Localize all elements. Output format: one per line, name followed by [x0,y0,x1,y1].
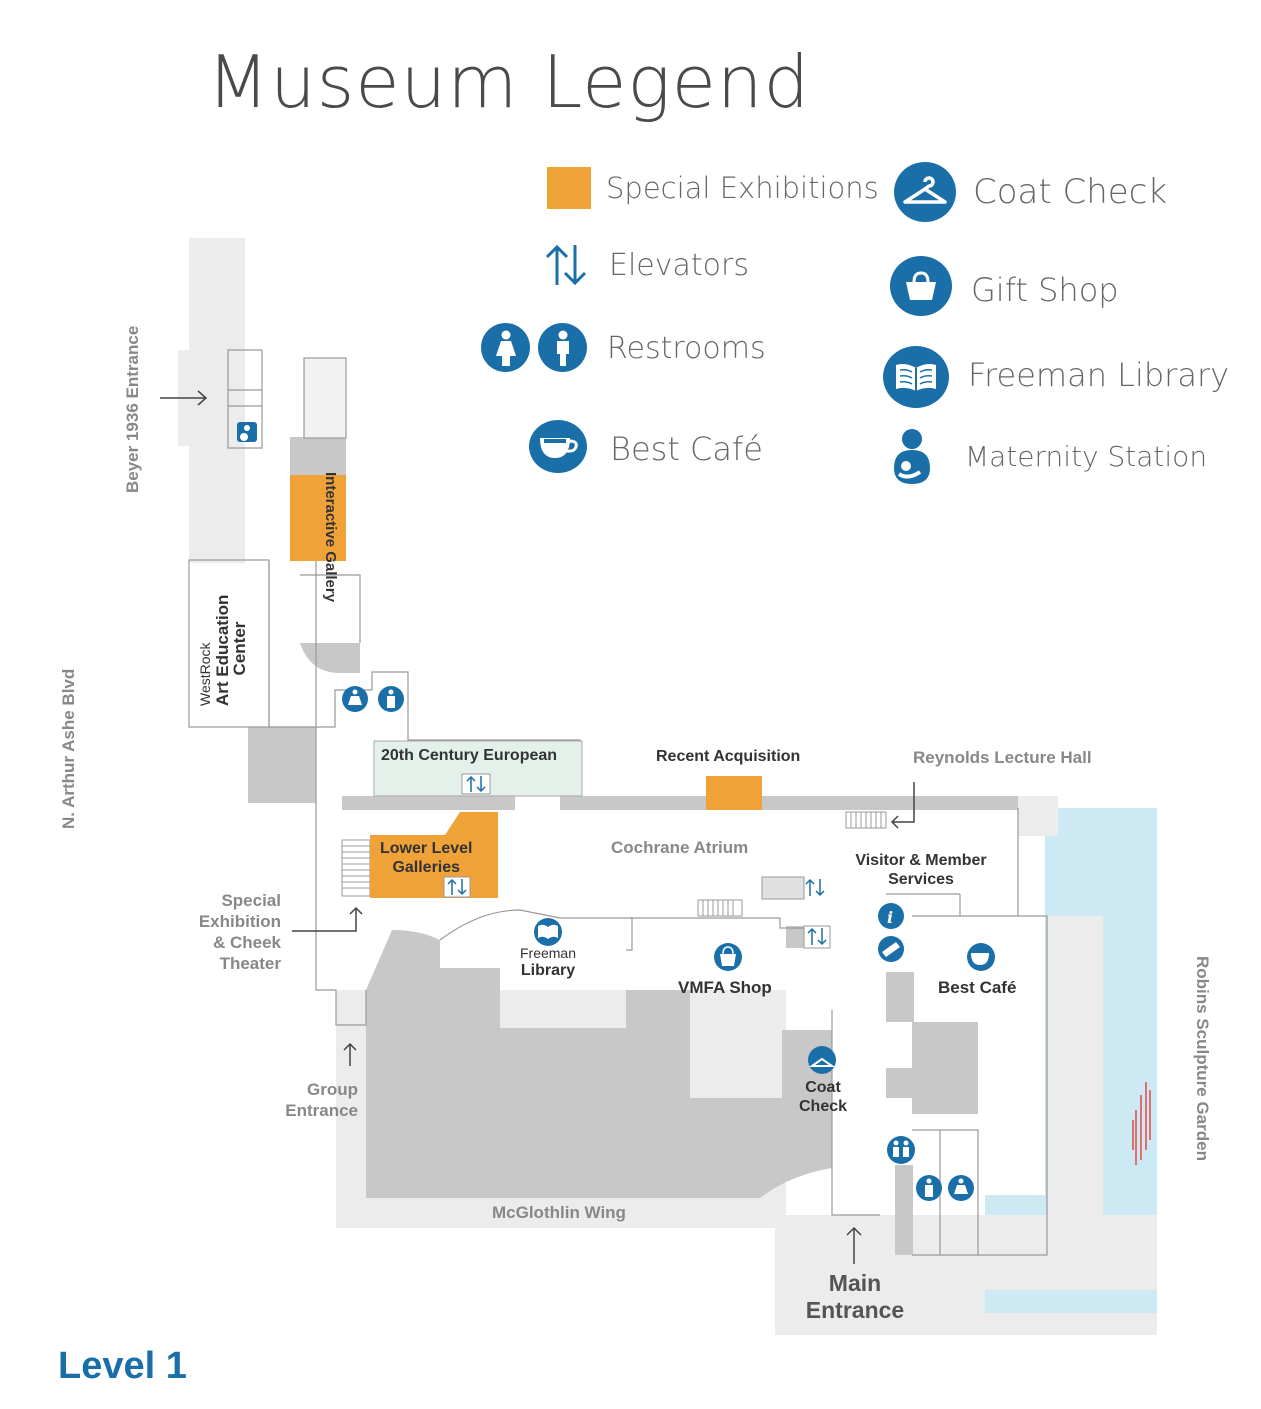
art-education-label: Art Education [213,594,232,706]
art-education-center-label: WestRock Art Education Center [197,591,249,706]
legend-freeman-library: Freeman Library [968,356,1230,394]
open-book-icon [883,346,949,408]
special-exhibition-theater-label: Special Exhibition & Cheek Theater [198,891,281,973]
elevator-icon [543,243,589,292]
reynolds-lecture-hall-label: Reynolds Lecture Hall [913,748,1092,767]
best-cafe-map-label: Best Café [938,978,1017,997]
legend-best-cafe: Best Café [610,430,763,468]
special-exhibitions-swatch [547,167,591,209]
map-info-icon [878,903,904,929]
map-family-restroom-icon [887,1136,915,1164]
center-label: Center [230,621,249,676]
legend-elevators: Elevators [609,248,749,283]
cafe-cup-icon [529,420,587,473]
cochrane-atrium-label: Cochrane Atrium [611,838,749,857]
womens-restroom-icon [481,323,530,372]
legend-gift-shop: Gift Shop [971,271,1119,309]
legend-maternity-station: Maternity Station [965,440,1208,473]
twentieth-century-label: 20th Century European [381,747,558,764]
shopping-bag-icon [890,256,952,316]
group-entrance-label: Group Entrance [285,1080,358,1120]
legend-special-exhibitions: Special Exhibitions [606,171,879,205]
westrock-label: WestRock [197,642,213,706]
svg-text:i: i [887,908,893,927]
interactive-gallery-label: Interactive Gallery [322,472,339,603]
robins-sculpture-garden-label: Robins Sculpture Garden [1193,956,1212,1161]
mens-restroom-icon [538,323,587,372]
coat-hanger-icon [894,162,956,222]
arthur-ashe-blvd-label: N. Arthur Ashe Blvd [59,668,78,829]
legend-title: Museum Legend [207,40,811,124]
visitor-member-services-label: Visitor & Member Services [855,852,987,888]
beyer-entrance-label: Beyer 1936 Entrance [123,325,142,493]
legend-coat-check: Coat Check [973,172,1168,212]
mcglothlin-wing-label: McGlothlin Wing [492,1203,626,1222]
lower-level-galleries-label: Lower Level Galleries [380,840,473,876]
freeman-library-label: Freeman Library [519,945,577,979]
recent-acquisition-area [706,776,762,810]
main-entrance-plaza [775,1215,1157,1335]
recent-acquisition-label: Recent Acquisition [656,748,801,765]
beyer-wing-exterior [189,238,245,563]
maternity-station-icon [886,428,938,491]
map-elevator-icons [443,773,831,949]
interactive-gallery-area [290,475,346,561]
mcglothlin-wing-floor [366,930,832,1198]
coat-check-map-label: Coat Check [798,1079,848,1115]
level-label: Level 1 [58,1345,187,1387]
legend-restrooms: Restrooms [607,331,766,366]
vmfa-shop-label: VMFA Shop [678,978,772,997]
main-entrance-label: Main Entrance [805,1270,905,1323]
